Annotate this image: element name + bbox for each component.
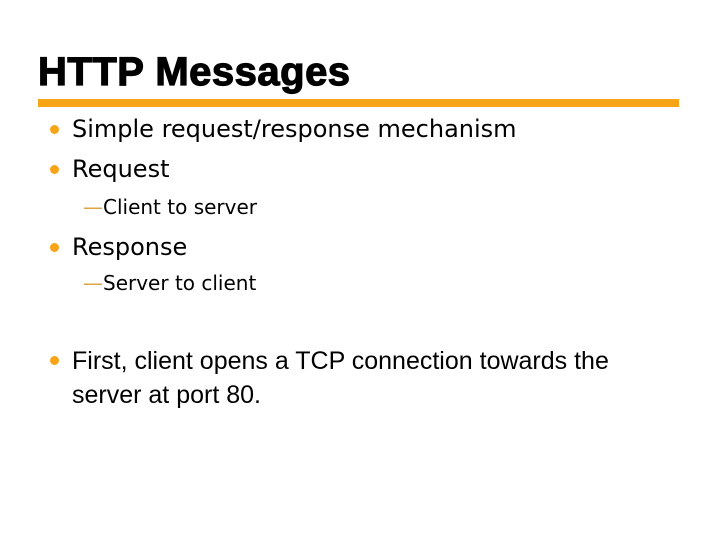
bullet-item: Simple request/response mechanism bbox=[48, 115, 698, 144]
sub-bullet-item: —Server to client bbox=[83, 271, 683, 295]
sub-bullet-item: —Client to server bbox=[83, 195, 683, 219]
bullet-item: Request bbox=[48, 155, 698, 184]
bullet-text: First, client opens a TCP connection tow… bbox=[72, 344, 698, 412]
sub-bullet-text: Server to client bbox=[103, 271, 257, 295]
bullet-text-line: First, client opens a TCP connection tow… bbox=[72, 347, 609, 375]
slide-title: HTTP Messages bbox=[37, 50, 351, 94]
sub-bullet-dash-icon: — bbox=[83, 271, 103, 295]
sub-bullet-text: Client to server bbox=[103, 195, 258, 219]
bullet-text: Response bbox=[72, 233, 188, 261]
bullet-text: Request bbox=[72, 155, 170, 183]
bullet-item: First, client opens a TCP connection tow… bbox=[48, 344, 698, 412]
title-underline-rule bbox=[38, 99, 679, 107]
bullet-dot-icon bbox=[50, 243, 59, 252]
sub-bullet-dash-icon: — bbox=[83, 195, 103, 219]
bullet-text-line: server at port 80. bbox=[72, 381, 261, 409]
bullet-dot-icon bbox=[50, 165, 59, 174]
bullet-item: Response bbox=[48, 233, 698, 262]
bullet-text: Simple request/response mechanism bbox=[72, 115, 517, 143]
bullet-dot-icon bbox=[50, 125, 59, 134]
bullet-dot-icon bbox=[50, 356, 59, 365]
